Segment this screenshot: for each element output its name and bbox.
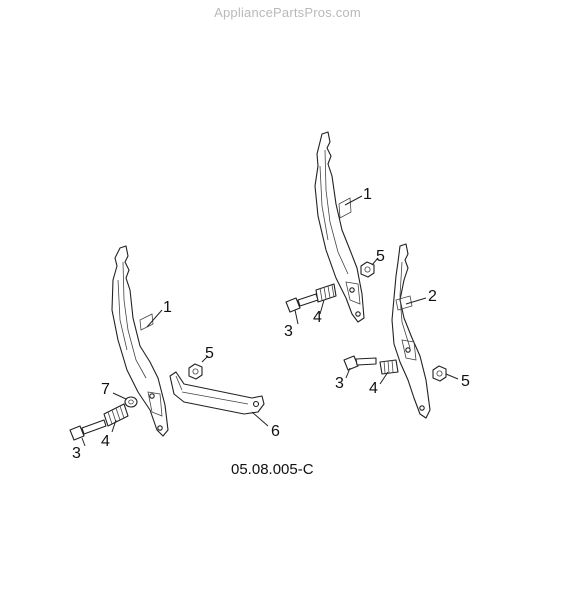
leader-left-7 [112,392,127,400]
right-hinge-arm-part-1 [314,131,365,323]
right-upper-nut-part-5 [360,261,375,278]
callout-right-low-part-4: 4 [369,380,378,397]
callout-right-part-2: 2 [428,288,437,305]
left-spring-part-4 [103,403,129,427]
callout-right-top-part-4: 4 [313,309,322,326]
callout-left-part-3: 3 [72,445,81,462]
leader-right-low-3 [345,367,351,379]
leader-lines [81,195,459,447]
callout-left-part-5: 5 [205,345,214,362]
leader-left-3 [81,437,86,447]
callout-left-part-1: 1 [163,299,172,316]
leader-right-top-4 [319,299,325,315]
site-watermark: AppliancePartsPros.com [214,5,361,20]
right-lower-nut-part-5 [432,365,447,382]
leader-right-2 [405,297,427,305]
leader-right-low-5 [445,373,459,380]
leader-right-top-3 [294,309,299,325]
leader-left-6 [251,411,269,427]
right-upper-spring-part-4 [315,283,337,303]
left-link-arm-part-6 [169,371,265,415]
right-hinge-arm-part-2 [391,243,431,419]
callout-right-top-part-5: 5 [376,248,385,265]
left-nut-part-5 [188,363,203,380]
leader-left-1 [146,309,163,328]
left-bolt-part-3 [69,419,107,441]
right-lower-spring-part-4 [379,359,399,375]
leader-right-top-5 [371,257,379,266]
left-hinge-arm-part-1 [111,245,169,437]
right-lower-bolt-part-3 [343,355,377,371]
diagram-code: 05.08.005-C [231,461,314,478]
right-upper-bolt-part-3 [285,293,319,313]
leader-right-top-1 [344,195,363,206]
callout-right-low-part-3: 3 [335,375,344,392]
leader-left-5 [201,355,209,363]
callout-right-low-part-5: 5 [461,373,470,390]
leader-right-low-4 [379,371,389,385]
callout-right-top-part-3: 3 [284,323,293,340]
callout-left-part-6: 6 [271,423,280,440]
callout-left-part-4: 4 [101,433,110,450]
left-washer-part-7 [124,396,138,408]
callout-left-part-7: 7 [101,381,110,398]
leader-left-4 [111,419,117,433]
callout-right-top-part-1: 1 [363,186,372,203]
